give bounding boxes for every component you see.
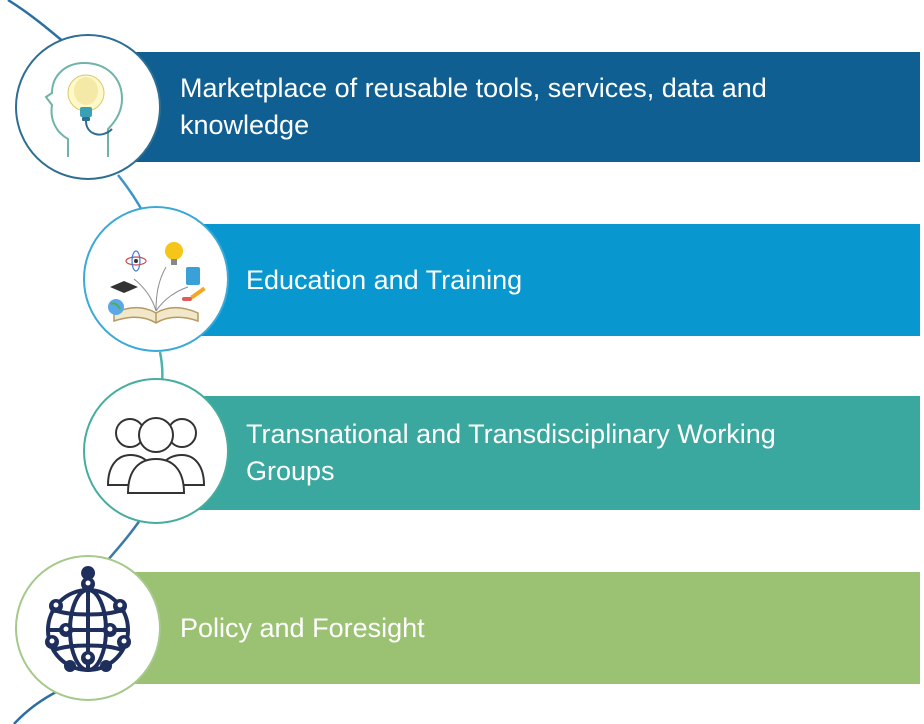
step-label-education: Education and Training (246, 264, 523, 295)
step-label-policy: Policy and Foresight (180, 612, 425, 643)
step-label-working-groups: Transnational and Transdisciplinary Work… (246, 419, 776, 486)
step-band-education: Education and Training (160, 224, 920, 336)
step-band-marketplace: Marketplace of reusable tools, services,… (90, 52, 920, 162)
step-band-policy: Policy and Foresight (90, 572, 920, 684)
step-badge-policy (15, 555, 161, 701)
open-book-education-icon (108, 242, 206, 324)
people-group-icon (106, 417, 206, 494)
step-badge-education (83, 206, 229, 352)
step-label-marketplace: Marketplace of reusable tools, services,… (180, 73, 767, 140)
step-badge-marketplace (15, 34, 161, 180)
globe-network-icon (45, 566, 131, 672)
head-lightbulb-icon (44, 61, 124, 157)
step-band-working-groups: Transnational and Transdisciplinary Work… (160, 396, 920, 510)
step-badge-working-groups (83, 378, 229, 524)
